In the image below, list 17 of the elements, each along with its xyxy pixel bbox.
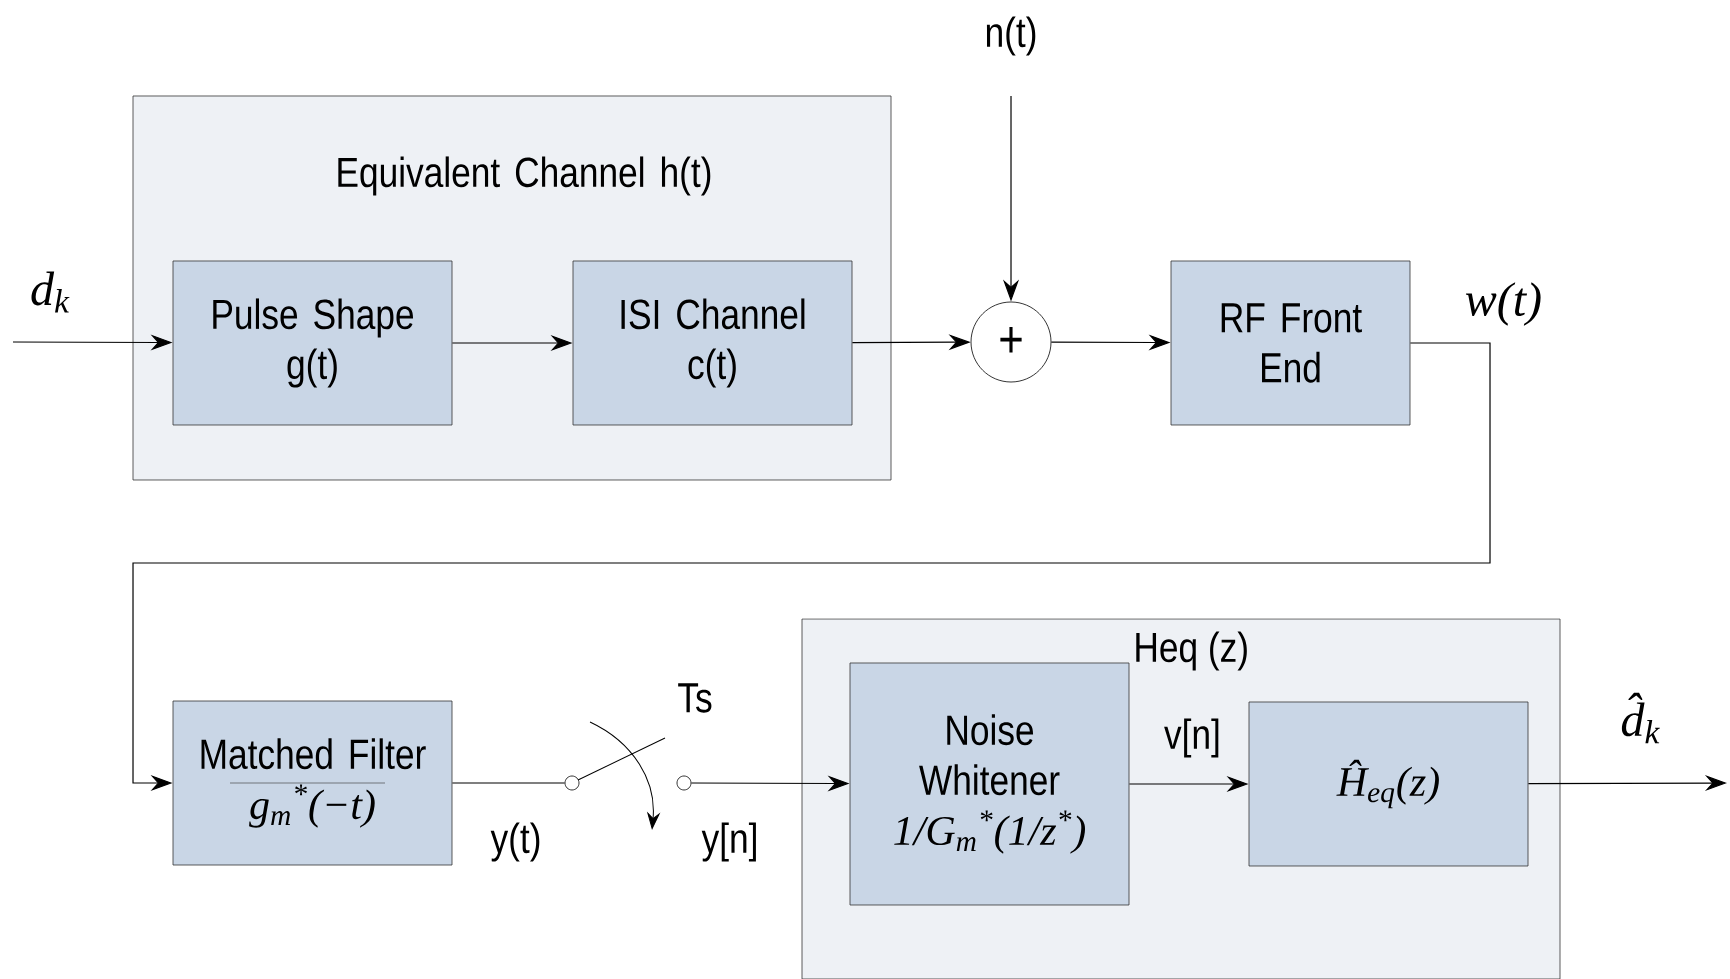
summing-junction: + [970,301,1052,383]
block-box: RF Front End [1170,260,1411,426]
switch-contact [676,775,692,791]
signal-label: y(t) [490,822,540,862]
signal-label: y[n] [701,822,756,862]
block-box: Ĥ$_{eq}$(z) [1248,701,1529,867]
switch-contact [564,775,580,791]
signal-label: n(t) [986,16,1036,56]
signal-label: v[n] [1164,718,1219,758]
signal-label: d$_{k}$ [31,271,70,313]
signal-label: w(t) [1465,282,1541,326]
block-box: ISI Channel c(t) [572,260,853,426]
block-box: Noise Whitener 1/G$_{m}$$^{*}$(1/z$^{*}$) [849,662,1130,906]
block-box: Pulse Shape g(t) [172,260,453,426]
block-box: Matched Filter g$_{m}$$^{*}$(−t) [172,700,453,866]
signal-label: d̂$_{k}$ [1621,692,1660,744]
signal-label: Ts [678,683,712,713]
